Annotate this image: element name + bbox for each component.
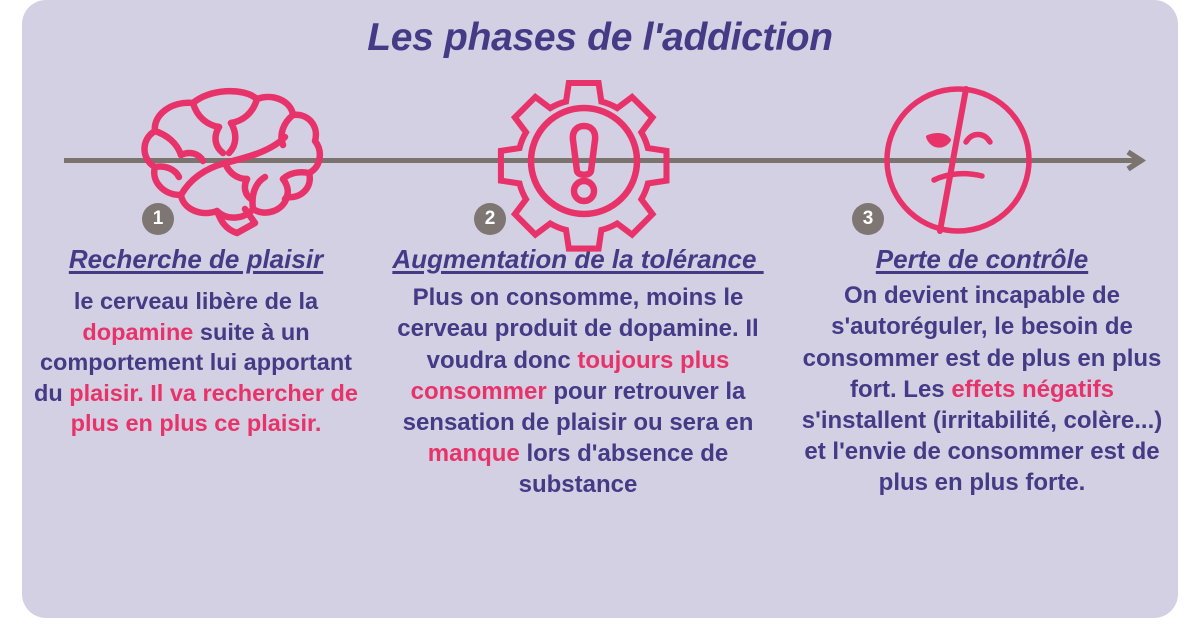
highlighted-text: plaisir. Il va rechercher de plus en plu… xyxy=(69,379,358,437)
phase-badge-1: 1 xyxy=(142,203,174,235)
highlighted-text: dopamine xyxy=(82,318,194,345)
body-text: suite à un comportement lui apportant du xyxy=(34,318,353,406)
phase-body-2: Plus on consomme, moins le cerveau produ… xyxy=(384,282,772,500)
body-text: lors d'absence de substance xyxy=(518,440,729,499)
highlighted-text: manque xyxy=(427,440,520,468)
gear-warning-icon xyxy=(497,79,670,252)
brain-icon xyxy=(133,83,325,238)
body-text: Plus on consomme, moins le cerveau produ… xyxy=(397,284,759,374)
body-text: On devient incapable de s'autoréguler, l… xyxy=(802,282,1162,403)
body-text: pour retrouver la sensation de plaisir o… xyxy=(402,377,754,437)
phase-badge-2: 2 xyxy=(474,203,506,235)
page-title: Les phases de l'addiction xyxy=(367,16,833,59)
phase-body-1: le cerveau libère de la dopamine suite à… xyxy=(28,286,364,439)
phase-heading-1: Recherche de plaisir xyxy=(68,244,324,274)
phase-column-3: Perte de contrôle On devient incapable d… xyxy=(786,243,1178,499)
phases-columns: Recherche de plaisir le cerveau libère d… xyxy=(22,243,1178,501)
body-text: le cerveau libère de la xyxy=(73,288,319,315)
arrow-right-icon xyxy=(1124,147,1151,174)
phase-badge-3: 3 xyxy=(852,203,884,235)
highlighted-text: effets négatifs xyxy=(951,375,1115,403)
phase-body-3: On devient incapable de s'autoréguler, l… xyxy=(790,280,1174,498)
highlighted-text: toujours plus consommer xyxy=(410,346,730,405)
phase-column-1: Recherche de plaisir le cerveau libère d… xyxy=(22,243,370,439)
split-face-icon xyxy=(878,84,1032,236)
phase-heading-2: Augmentation de la tolérance xyxy=(392,244,764,274)
phase-column-2: Augmentation de la tolérance Plus on con… xyxy=(380,243,776,501)
body-text: s'installent (irritabilité, colère...) e… xyxy=(801,407,1163,497)
timeline-axis xyxy=(64,158,1138,163)
phase-heading-3: Perte de contrôle xyxy=(875,244,1089,274)
